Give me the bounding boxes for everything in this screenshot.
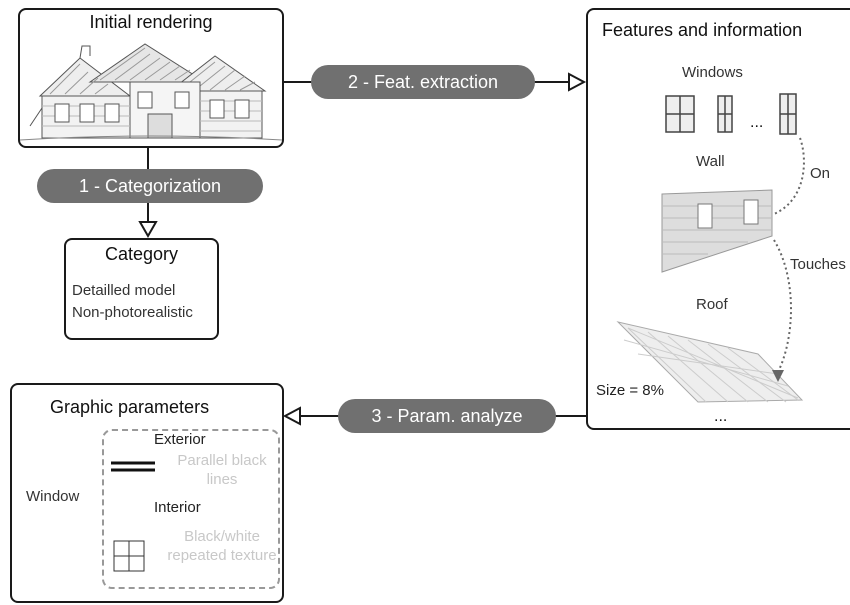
windows-ellipsis: ... xyxy=(750,114,764,131)
graphic-parameters-title: Graphic parameters xyxy=(50,397,210,417)
touches-label: Touches xyxy=(790,256,846,273)
interior-label: Interior xyxy=(154,499,201,516)
interior-description: Black/white repeated texture xyxy=(167,528,277,564)
arrow-head-features xyxy=(568,72,587,92)
on-label: On xyxy=(810,165,831,182)
house-sketch-image xyxy=(20,43,282,141)
category-title: Category xyxy=(104,244,179,264)
parallel-lines-icon xyxy=(111,461,155,472)
category-box: Category Detailled model Non-photorealis… xyxy=(64,238,219,340)
category-line-1: Detailled model xyxy=(72,282,176,299)
graphic-parameters-box: Graphic parameters Window Exterior Paral… xyxy=(10,383,284,603)
arrow-head-category xyxy=(138,221,158,239)
exterior-label: Exterior xyxy=(154,431,206,448)
windows-sketch xyxy=(665,93,797,135)
step-param-analyze: 3 - Param. analyze xyxy=(338,399,556,433)
grid-texture-icon xyxy=(113,540,145,572)
exterior-description: Parallel black lines xyxy=(177,452,267,488)
step-feature-extraction: 2 - Feat. extraction xyxy=(311,65,535,99)
bottom-ellipsis: ... xyxy=(714,408,728,425)
window-label: Window xyxy=(26,488,80,505)
arrow-head-graphic xyxy=(282,406,301,426)
window-params-dashed-box xyxy=(102,429,280,589)
category-line-2: Non-photorealistic xyxy=(72,304,193,321)
wall-roof-sketch xyxy=(616,137,805,403)
roof-label: Roof xyxy=(696,296,728,313)
wall-label: Wall xyxy=(696,153,725,170)
step-categorization: 1 - Categorization xyxy=(37,169,263,203)
initial-rendering-title: Initial rendering xyxy=(89,12,213,32)
size-label: Size = 8% xyxy=(596,382,664,399)
initial-rendering-box: Initial rendering xyxy=(18,8,284,148)
windows-label: Windows xyxy=(682,64,743,81)
features-title: Features and information xyxy=(602,20,803,40)
features-box: Features and information Windows ... Wal… xyxy=(586,8,850,430)
